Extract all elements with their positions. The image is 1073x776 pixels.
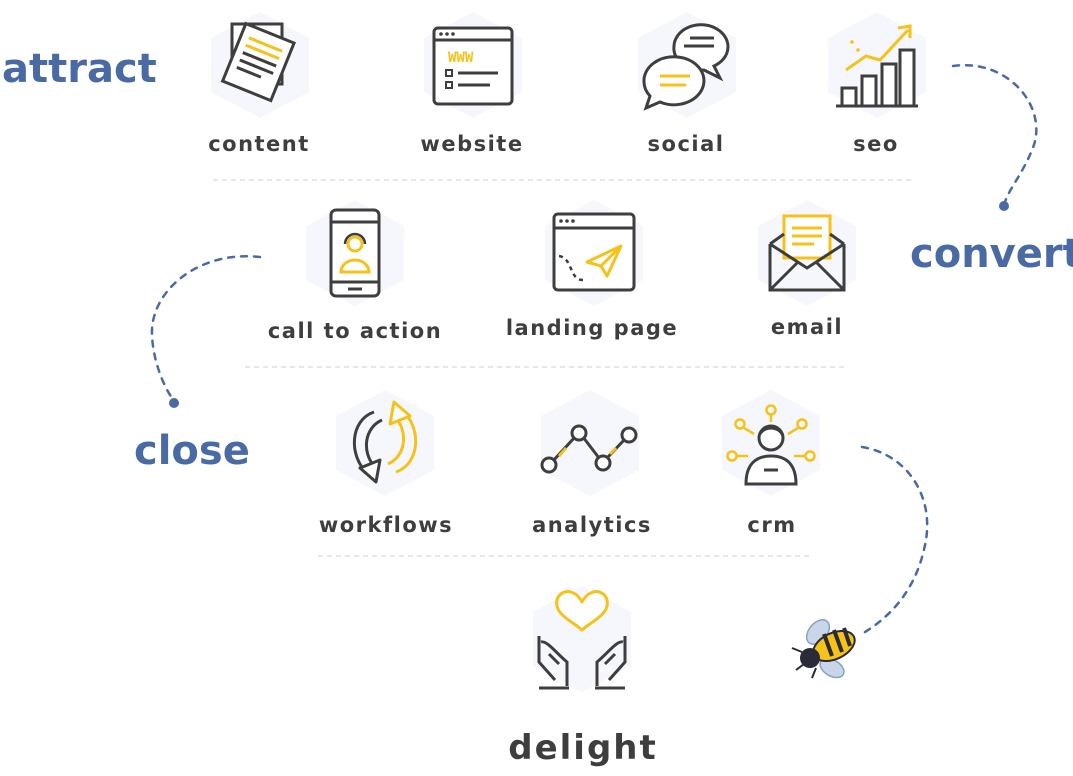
- circular-arrows-icon: [330, 386, 440, 498]
- chat-bubbles-icon: [632, 8, 742, 120]
- item-label-call-to-action: call to action: [267, 319, 443, 343]
- convert-to-close-dot: [169, 398, 179, 408]
- item-label-workflows: workflows: [318, 513, 454, 537]
- svg-text:WWW: WWW: [448, 50, 474, 66]
- item-label-landing-page: landing page: [505, 316, 679, 340]
- heart-in-hands-icon: [527, 582, 637, 694]
- stage-label-delight: delight: [508, 728, 658, 768]
- growth-bar-chart-icon: [822, 8, 932, 120]
- browser-www-icon: WWW: [418, 8, 528, 120]
- item-label-analytics: analytics: [532, 513, 652, 537]
- stage-label-close: close: [134, 428, 250, 474]
- stage-label-convert: convert: [910, 231, 1073, 277]
- browser-paper-plane-icon: [539, 196, 649, 308]
- close-to-bee-path: [858, 445, 929, 637]
- item-label-content: content: [208, 132, 310, 156]
- bee-mascot-icon: [791, 619, 856, 679]
- envelope-letter-icon: [752, 196, 862, 308]
- stage-label-attract: attract: [2, 46, 157, 92]
- attract-to-convert-path: [951, 63, 1038, 207]
- item-label-email: email: [770, 315, 844, 339]
- document-stack-icon: [205, 8, 315, 120]
- convert-to-close-path: [150, 254, 262, 400]
- item-label-website: website: [420, 132, 524, 156]
- attract-to-convert-dot: [999, 201, 1009, 211]
- item-label-crm: crm: [747, 513, 797, 537]
- line-graph-nodes-icon: [535, 386, 645, 498]
- person-network-icon: [716, 386, 826, 498]
- item-label-seo: seo: [853, 132, 899, 156]
- item-label-social: social: [647, 132, 725, 156]
- smartphone-agent-icon: [300, 196, 410, 308]
